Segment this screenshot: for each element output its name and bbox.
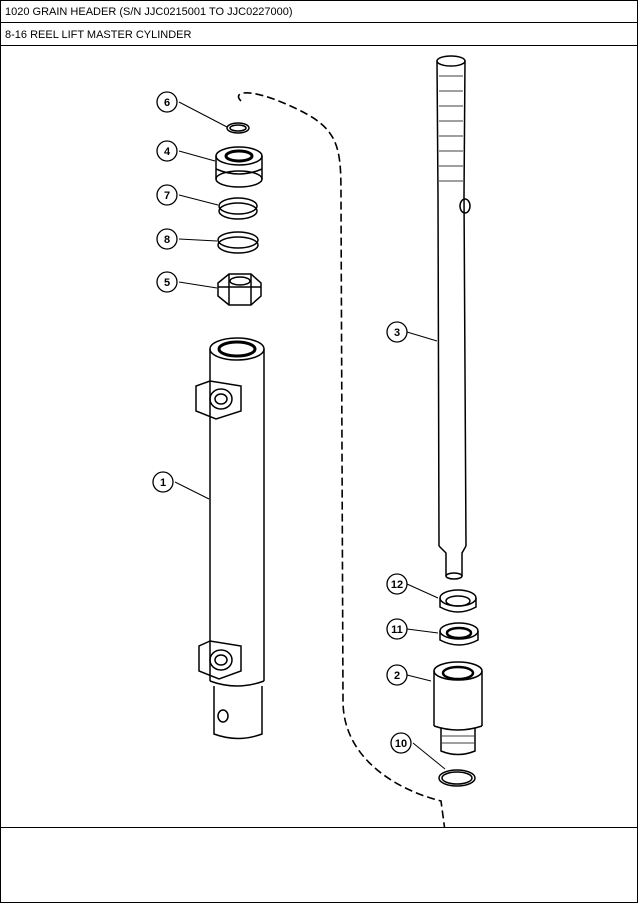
callout-1: 1 [160,477,166,489]
part-7-ring [218,197,258,220]
part-3-rod [436,55,471,580]
part-12-seal [439,589,477,613]
part-8-ring [217,231,259,254]
callout-8: 8 [164,234,170,246]
part-4-gland [215,146,263,188]
part-6-oring [226,122,250,134]
assembly-dashed-line [237,92,446,832]
part-5-hex-nut [217,273,262,306]
callout-12: 12 [391,579,403,591]
model-header: 1020 GRAIN HEADER (S/N JJC0215001 TO JJC… [1,1,637,23]
callout-10: 10 [395,738,407,750]
section-title: 8-16 REEL LIFT MASTER CYLINDER [1,24,637,46]
callout-7: 7 [164,190,170,202]
part-10-oring [438,769,476,787]
callout-11: 11 [391,624,403,636]
exploded-parts-diagram: 6 4 7 8 5 1 3 12 11 2 10 [1,47,637,832]
callout-4: 4 [164,146,171,158]
callout-3: 3 [394,327,400,339]
part-11-wiper [439,622,479,646]
notes-area [1,827,637,903]
callout-6: 6 [164,97,170,109]
callout-2: 2 [394,670,400,682]
part-1-cylinder-barrel [195,337,265,740]
part-2-rod-gland [433,661,483,756]
callout-5: 5 [164,277,170,289]
